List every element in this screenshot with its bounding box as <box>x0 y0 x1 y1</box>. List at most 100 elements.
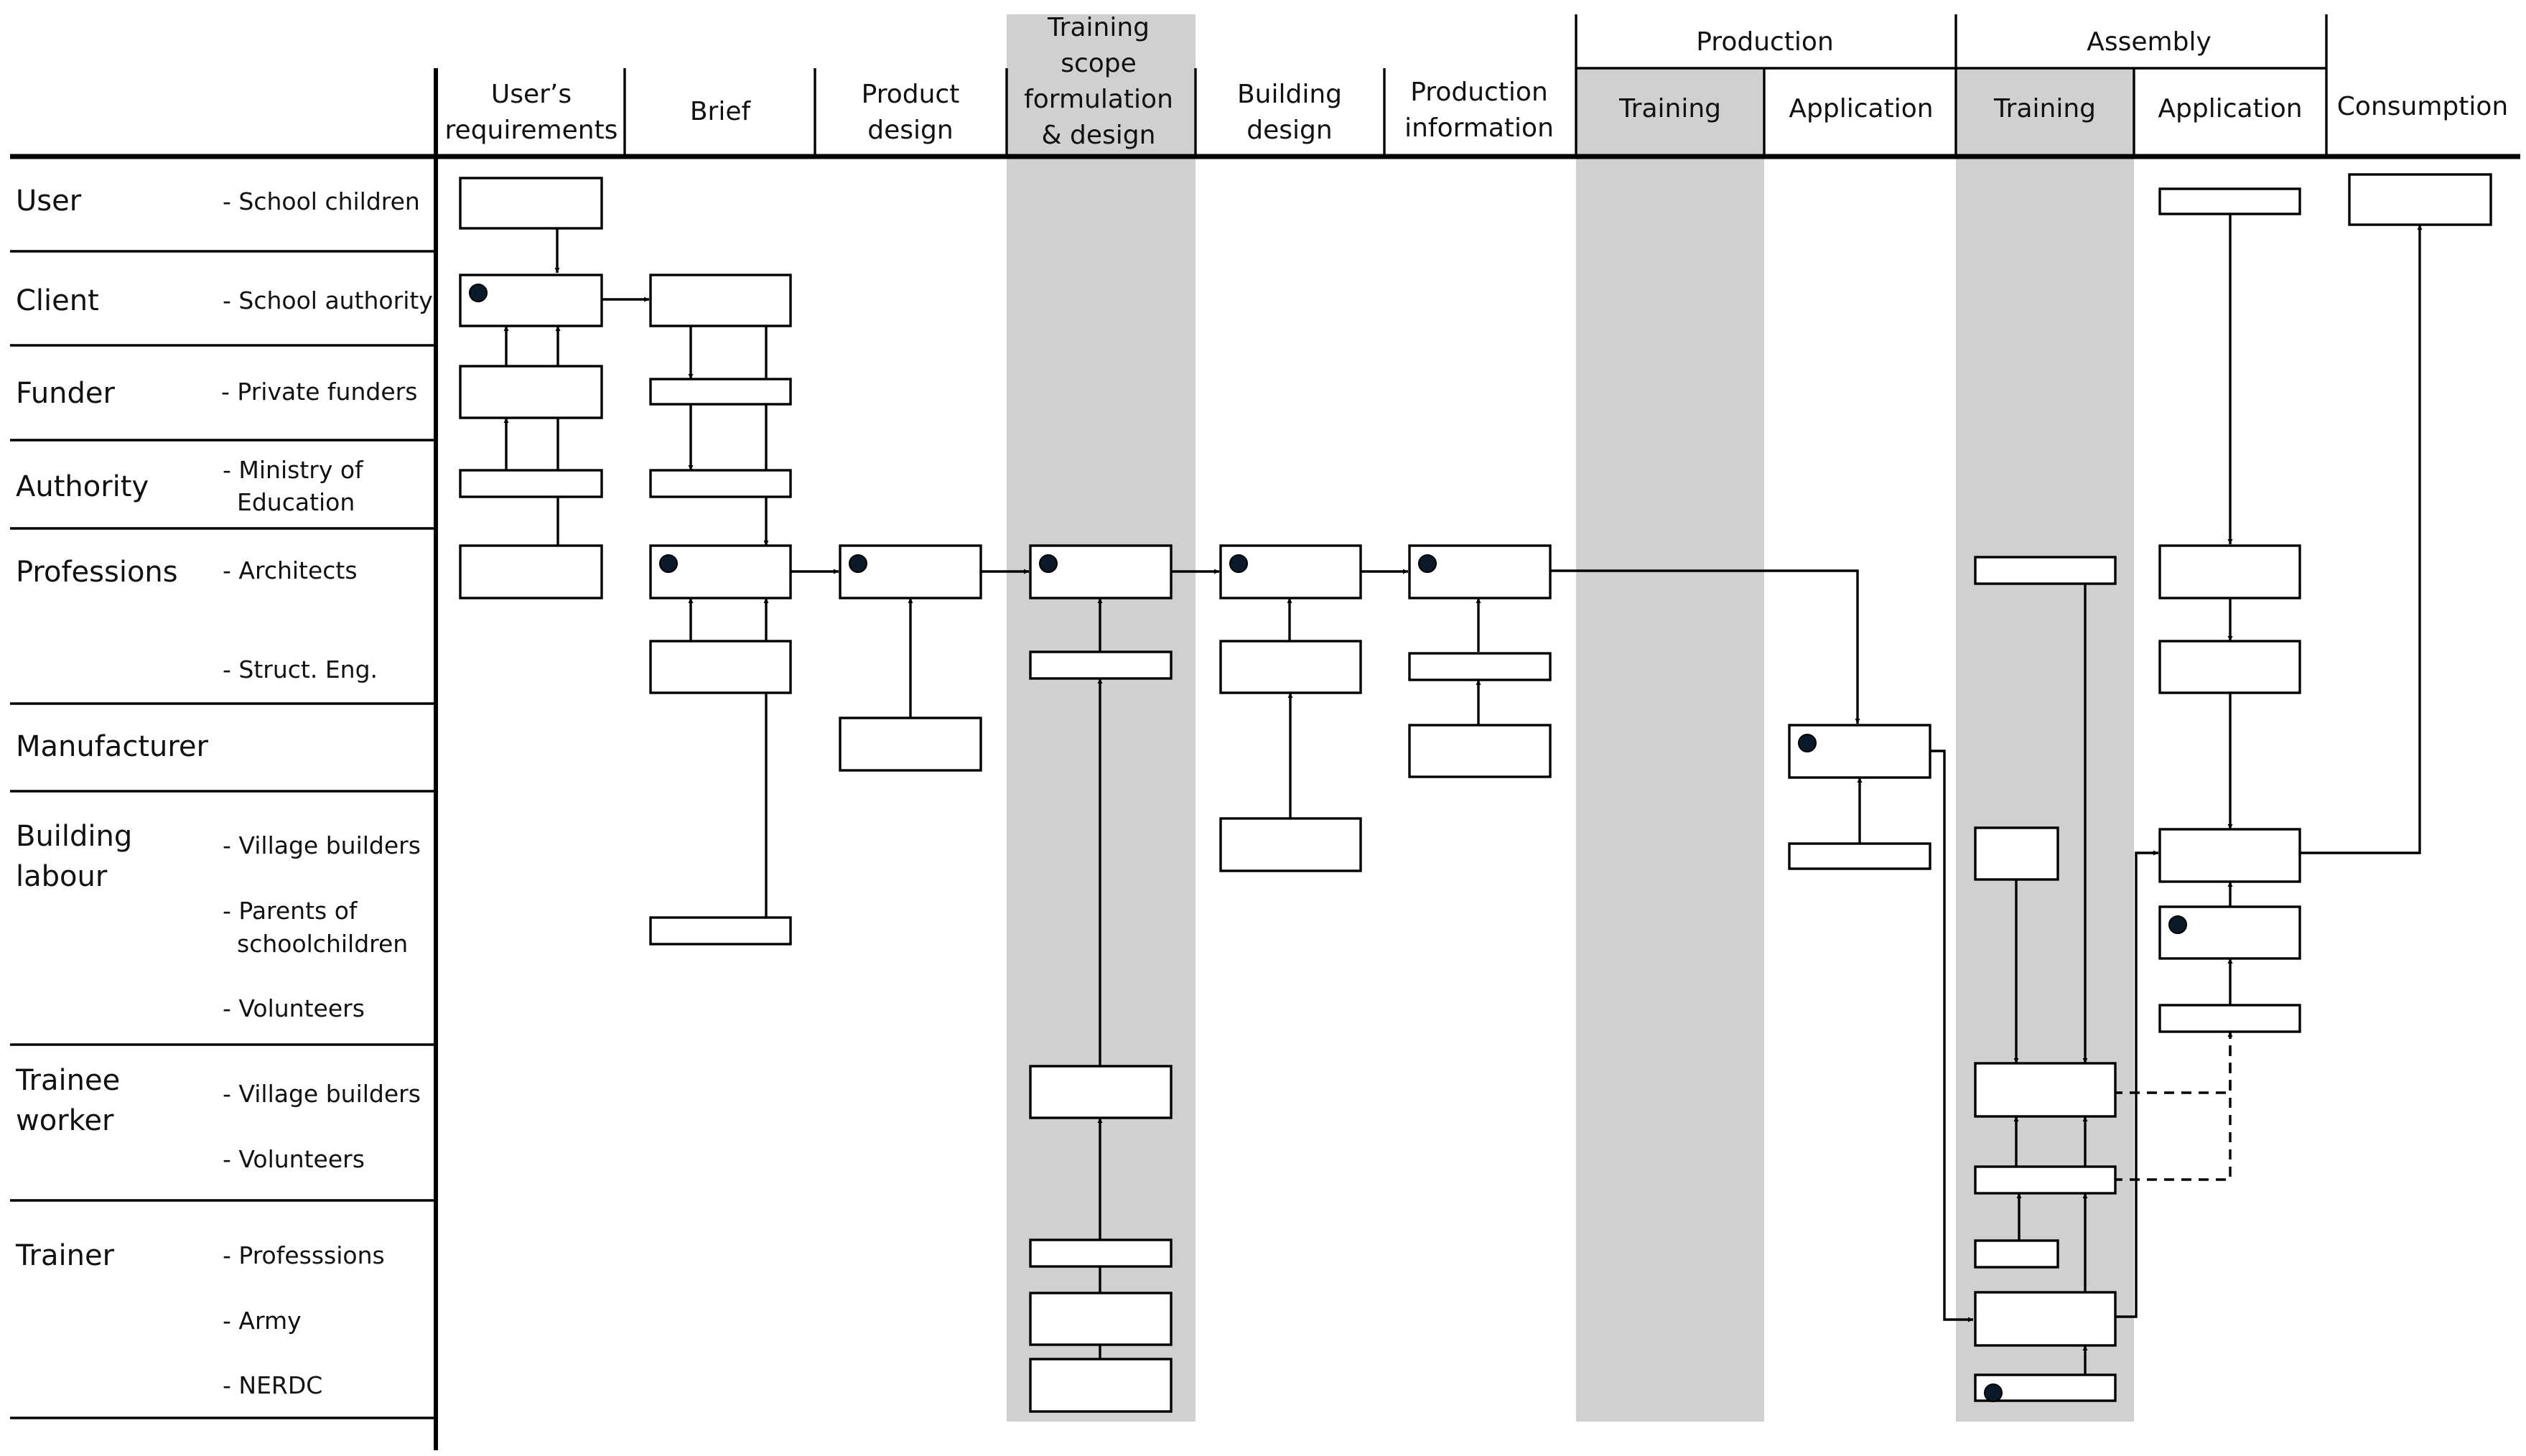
actor-line: - Architects <box>223 556 358 584</box>
header-line: Product <box>862 80 960 109</box>
actors-trainee-worker: - Village builders - Volunteers <box>223 1080 421 1173</box>
shaded-columns <box>1007 14 2134 1422</box>
process-box <box>1408 544 1552 599</box>
process-box <box>1029 1358 1173 1413</box>
role-funder: Funder <box>16 377 116 410</box>
process-box <box>1219 817 1362 872</box>
actor-line: - Struct. Eng. <box>223 655 378 683</box>
process-box <box>649 544 792 599</box>
process-box <box>2158 905 2301 960</box>
role-line: User <box>16 185 82 218</box>
column-headers: User’s requirements Brief Product design T… <box>445 13 2509 150</box>
role-line: worker <box>16 1104 114 1137</box>
role-trainer: Trainer <box>15 1239 115 1272</box>
actor-line: - School authority <box>223 286 433 314</box>
role-line: Trainer <box>15 1239 115 1272</box>
actors-authority: - Ministry of Education <box>223 456 364 516</box>
actor-line: schoolchildren <box>237 930 408 958</box>
process-box <box>1029 1238 1173 1268</box>
role-line: Building <box>16 820 132 853</box>
role-client: Client <box>16 284 99 317</box>
process-box <box>1029 544 1173 599</box>
role-manufacturer: Manufacturer <box>16 730 209 763</box>
start-dot-marker <box>1798 734 1817 752</box>
start-dots <box>469 284 2187 1402</box>
role-line: Authority <box>16 470 149 503</box>
process-box <box>2158 544 2301 599</box>
header-group-production: Production <box>1696 27 1834 57</box>
header-line: Application <box>2158 94 2302 123</box>
role-line: Manufacturer <box>16 730 209 763</box>
process-box <box>649 640 792 694</box>
actor-line: - Parents of <box>223 897 358 925</box>
process-box <box>459 177 603 230</box>
process-box <box>1408 724 1552 778</box>
header-line: requirements <box>445 116 618 145</box>
process-box <box>1408 652 1552 681</box>
process-boxes <box>459 173 2492 1413</box>
process-box <box>649 469 792 498</box>
header-line: & design <box>1042 121 1156 150</box>
header-line: Consumption <box>2337 92 2508 121</box>
role-authority: Authority <box>16 470 149 503</box>
header-line: scope <box>1061 49 1137 78</box>
start-dot-marker <box>1229 554 1248 573</box>
header-assembly-training: Training <box>1993 94 2096 123</box>
process-box <box>1974 1239 2059 1269</box>
role-line: Funder <box>16 377 116 410</box>
process-box <box>2158 828 2301 883</box>
actors-trainer: - Professsions- Army- NERDC <box>223 1241 385 1399</box>
actors-funder: - Private funders <box>221 378 417 406</box>
actor-line: - Ministry of <box>223 456 364 484</box>
process-box <box>459 365 603 419</box>
header-line: User’s <box>491 80 572 109</box>
process-box <box>1974 556 2117 585</box>
process-box <box>649 378 792 406</box>
actor-line: - Village builders <box>223 1080 421 1108</box>
actors-user: - School children <box>223 187 420 215</box>
actor-line: - School children <box>223 187 420 215</box>
process-box <box>459 469 603 498</box>
header-line: design <box>1246 116 1332 145</box>
header-line: Application <box>1789 94 1933 123</box>
process-box <box>1788 842 1931 870</box>
role-line: Professions <box>16 556 178 589</box>
actor-line: - Volunteers <box>223 1145 365 1173</box>
shade-production-training <box>1576 70 1764 1422</box>
header-line: design <box>867 116 953 145</box>
connector <box>2300 225 2423 854</box>
role-building-labour: Building labour <box>16 820 132 893</box>
process-box <box>1219 544 1362 599</box>
header-assembly-application: Application <box>2158 94 2302 123</box>
actor-line: Education <box>237 488 355 516</box>
process-box <box>459 274 603 327</box>
process-box <box>1029 1065 1173 1119</box>
process-box <box>1974 1165 2117 1195</box>
process-box <box>1029 1292 1173 1346</box>
actor-line: - Army <box>223 1307 302 1335</box>
actor-line: - Professsions <box>223 1241 385 1269</box>
process-box <box>2158 640 2301 694</box>
header-brief: Brief <box>690 97 752 126</box>
header-line: Production <box>1410 78 1548 107</box>
process-box <box>649 916 792 946</box>
role-professions: Professions <box>16 556 178 589</box>
role-line: labour <box>16 860 108 893</box>
start-dot-marker <box>659 554 678 573</box>
connector <box>2112 850 2158 1318</box>
start-dot-marker <box>469 284 488 302</box>
header-consumption: Consumption <box>2337 92 2508 121</box>
connector <box>2112 1032 2232 1181</box>
role-line: Client <box>16 284 99 317</box>
connector <box>1930 750 1973 1322</box>
process-box <box>839 544 982 599</box>
header-line: Training <box>1047 13 1150 42</box>
actor-line: - Private funders <box>221 378 417 406</box>
header-production-training: Training <box>1618 94 1721 123</box>
header-users-requirements: User’s requirements <box>445 80 618 145</box>
